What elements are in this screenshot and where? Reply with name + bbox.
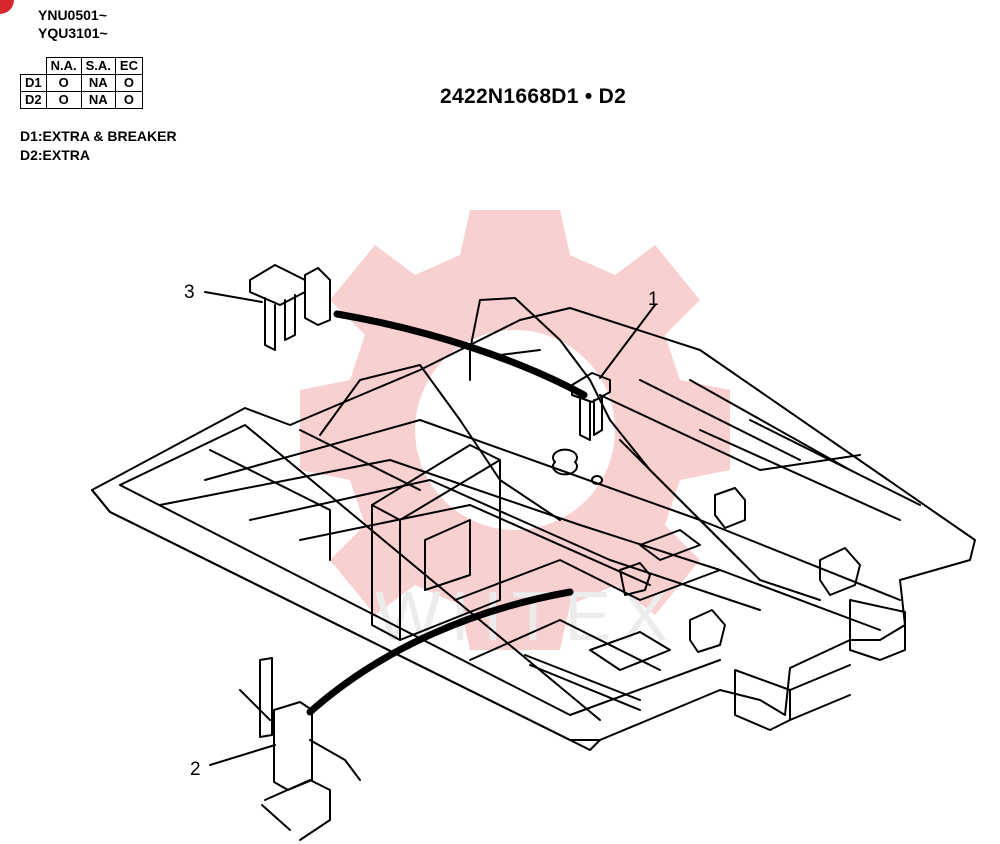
spec-cell: NA bbox=[80, 91, 116, 109]
callout-1: 1 bbox=[648, 289, 659, 310]
spec-row-d2: D2 O NA O bbox=[20, 91, 143, 109]
leader-line-1 bbox=[599, 304, 656, 379]
spec-cell: O bbox=[45, 91, 82, 109]
assembly-curve-upper bbox=[333, 310, 588, 399]
part-2-bracket bbox=[239, 657, 361, 841]
watermark-text: WHTEX bbox=[375, 577, 678, 655]
part-number-title: 2422N1668D1 • D2 bbox=[440, 85, 627, 108]
watermark-gear-icon bbox=[300, 210, 730, 650]
note-d1: D1:EXTRA & BREAKER bbox=[20, 128, 177, 144]
variant-notes: D1:EXTRA & BREAKER D2:EXTRA bbox=[20, 127, 177, 165]
callout-2: 2 bbox=[190, 759, 201, 780]
serial-start: YNU0501~ bbox=[38, 7, 107, 23]
part-1-bracket bbox=[571, 372, 611, 441]
spec-table: N.A. S.A. EC D1 O NA O D2 O NA O bbox=[20, 57, 143, 109]
spec-cell: O bbox=[114, 91, 143, 109]
part-3-bracket bbox=[249, 264, 331, 351]
note-d2: D2:EXTRA bbox=[20, 147, 91, 163]
spec-col-na: N.A. bbox=[45, 57, 82, 75]
assembly-curve-lower bbox=[306, 588, 574, 716]
leader-line-2 bbox=[209, 744, 276, 766]
callout-3: 3 bbox=[184, 282, 195, 303]
serial-second: YQU3101~ bbox=[38, 25, 108, 41]
leader-line-3 bbox=[204, 291, 263, 303]
serial-range: YNU0501~ YQU3101~ bbox=[38, 6, 108, 42]
